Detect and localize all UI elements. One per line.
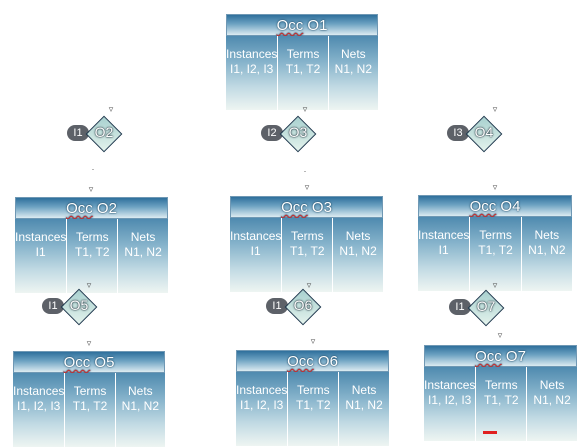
- connector-arrow: ▿: [492, 182, 498, 192]
- node-label: O3: [288, 124, 308, 140]
- instance-pill: I1: [67, 125, 89, 141]
- instance-pill: I1: [266, 298, 288, 314]
- instance-pill: I2: [261, 125, 283, 141]
- node-o2: I1 O2: [67, 115, 127, 153]
- occurrence-title: Occ O6: [236, 350, 389, 372]
- connector-arrow: ▿: [108, 104, 114, 114]
- node-o5: I1 O5: [42, 288, 102, 326]
- occurrence-title: Occ O4: [418, 195, 572, 217]
- node-o7: I1 O7: [449, 289, 509, 327]
- instance-pill: I1: [42, 298, 64, 314]
- occurrence-title: Occ O3: [230, 196, 383, 218]
- instance-pill: I3: [447, 125, 469, 141]
- connector-arrow: ▿: [86, 338, 92, 348]
- connector-arrow: ▿: [86, 280, 92, 290]
- node-label: O6: [293, 297, 313, 313]
- occurrence-title: Occ O5: [13, 351, 165, 373]
- node-label: O7: [476, 298, 496, 314]
- connector-dot: ·: [303, 166, 307, 176]
- node-label: O4: [474, 124, 494, 140]
- connector-arrow: ▿: [492, 280, 498, 290]
- node-label: O2: [94, 124, 114, 140]
- connector-arrow: ▿: [302, 104, 308, 114]
- connector-arrow: ▿: [304, 182, 310, 192]
- node-label: O5: [69, 297, 89, 313]
- connector-dot: ·: [91, 164, 95, 174]
- occurrence-title: Occ O2: [15, 197, 168, 219]
- connector-arrow: ▿: [310, 336, 316, 346]
- occurrence-title: Occ O7: [424, 345, 577, 367]
- node-o3: I2 O3: [261, 115, 321, 153]
- connector-arrow: ▿: [497, 330, 503, 340]
- connector-arrow: ▿: [88, 184, 94, 194]
- connector-arrow: ▿: [306, 280, 312, 290]
- red-selection-marker: [483, 431, 497, 434]
- connector-arrow: ▿: [492, 104, 498, 114]
- node-o4: I3 O4: [447, 115, 507, 153]
- instance-pill: I1: [449, 299, 471, 315]
- node-o6: I1 O6: [266, 288, 326, 326]
- occurrence-title: Occ O1: [226, 14, 378, 36]
